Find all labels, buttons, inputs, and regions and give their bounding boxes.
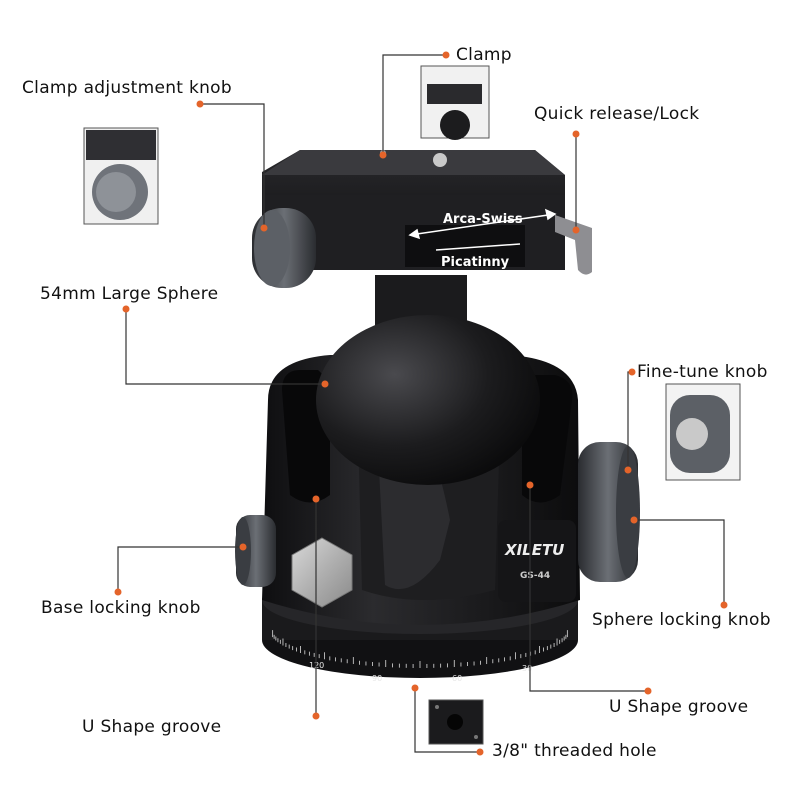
callout-marker bbox=[442, 51, 450, 59]
scale-mark-120: 120 bbox=[309, 661, 324, 670]
picatinny-label: Picatinny bbox=[441, 255, 510, 270]
callout-marker bbox=[321, 380, 329, 388]
label-base-locking-knob: Base locking knob bbox=[41, 598, 201, 618]
label-large-sphere: 54mm Large Sphere bbox=[40, 284, 219, 304]
label-quick-release-lock: Quick release/Lock bbox=[534, 104, 700, 124]
label-threaded-hole: 3/8" threaded hole bbox=[492, 741, 657, 761]
callout-marker bbox=[411, 684, 419, 692]
label-clamp-adjustment-knob: Clamp adjustment knob bbox=[22, 78, 232, 98]
callout-marker bbox=[114, 588, 122, 596]
scale-mark-30: 30 bbox=[522, 664, 532, 673]
callout-marker bbox=[312, 495, 320, 503]
callout-marker bbox=[572, 130, 580, 138]
callout-marker bbox=[572, 226, 580, 234]
callout-marker bbox=[476, 748, 484, 756]
callout-marker bbox=[526, 481, 534, 489]
brand-label bbox=[498, 520, 576, 602]
sphere-locking-knob bbox=[578, 442, 640, 582]
arca-swiss-label: Arca-Swiss bbox=[443, 212, 523, 227]
clamp-knob-inset bbox=[83, 127, 159, 225]
threaded-hole-inset bbox=[428, 699, 484, 745]
callout-marker bbox=[196, 100, 204, 108]
fine-tune-knob-inset bbox=[665, 383, 741, 481]
sphere bbox=[316, 275, 540, 485]
degree-scale bbox=[272, 630, 568, 668]
leader-lines bbox=[117, 54, 725, 753]
label-u-shape-groove-left: U Shape groove bbox=[82, 717, 222, 737]
model-number: GS-44 bbox=[520, 571, 550, 581]
callout-marker bbox=[122, 305, 130, 313]
callout-markers bbox=[114, 51, 728, 756]
label-fine-tune-knob: Fine-tune knob bbox=[637, 362, 768, 382]
hex-bolt bbox=[291, 537, 353, 608]
plate-arrows bbox=[408, 208, 557, 251]
callout-marker bbox=[379, 151, 387, 159]
label-clamp: Clamp bbox=[456, 45, 512, 65]
callout-marker bbox=[624, 466, 632, 474]
base-locking-knob bbox=[235, 515, 276, 587]
callout-marker bbox=[720, 601, 728, 609]
clamp-inset bbox=[420, 65, 490, 140]
callout-marker bbox=[260, 224, 268, 232]
callout-marker bbox=[628, 368, 636, 376]
brand-logo: XILETU bbox=[504, 541, 564, 559]
callout-marker bbox=[239, 543, 247, 551]
label-sphere-locking-knob: Sphere locking knob bbox=[592, 610, 771, 630]
label-u-shape-groove-right: U Shape groove bbox=[609, 697, 749, 717]
callout-marker bbox=[312, 712, 320, 720]
callout-marker bbox=[630, 516, 638, 524]
clamp-adjustment-knob bbox=[252, 208, 316, 288]
scale-mark-90: 90 bbox=[372, 674, 382, 683]
quick-release-lever bbox=[555, 215, 592, 275]
scale-mark-60: 60 bbox=[452, 674, 462, 683]
callout-marker bbox=[644, 687, 652, 695]
